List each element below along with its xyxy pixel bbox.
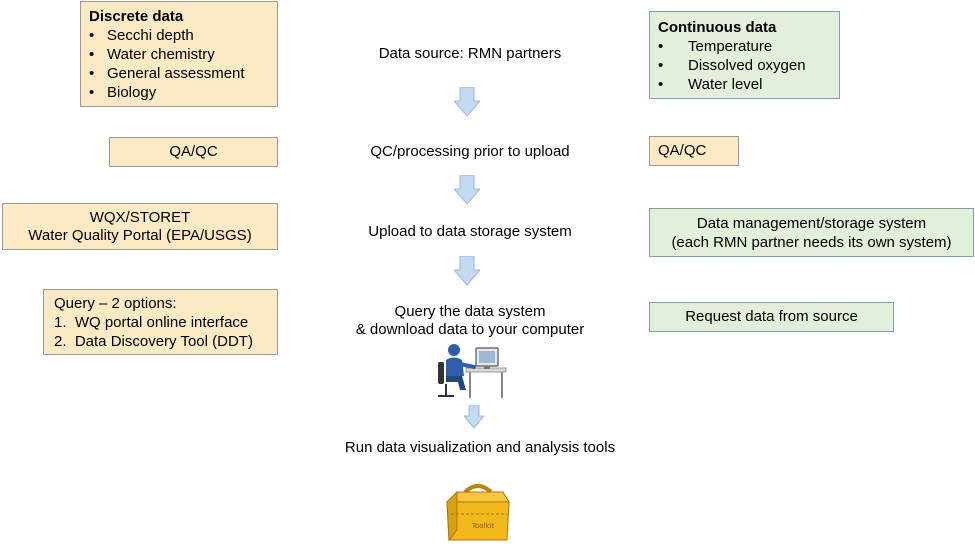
toolbox-icon: Toolkit [445,484,510,542]
continuous-data-list: Temperature Dissolved oxygen Water level [658,37,831,94]
discrete-data-box: Discrete data Secchi depth Water chemist… [80,1,278,107]
list-item: 2. Data Discovery Tool (DDT) [54,333,253,350]
data-management-line: Data management/storage system [696,215,927,232]
step-upload: Upload to data storage system [368,223,572,240]
list-item: Water chemistry [89,45,269,64]
discrete-data-list: Secchi depth Water chemistry General ass… [89,26,269,102]
request-data-label: Request data from source [685,308,858,325]
discrete-data-title: Discrete data [89,8,184,25]
toolbox-label: Toolkit [471,522,495,530]
query-options-title: Query – 2 options: [54,295,177,312]
list-item: 1. WQ portal online interface [54,314,249,331]
step-run-tools: Run data visualization and analysis tool… [344,439,616,456]
right-qaqc-label: QA/QC [658,142,707,159]
list-item: Secchi depth [89,26,269,45]
down-arrow-4 [464,405,484,429]
wqx-storet-line: WQX/STORET [89,209,191,226]
left-qaqc-label: QA/QC [169,143,218,160]
down-arrow-1 [454,87,480,117]
data-management-box: Data management/storage system (each RMN… [649,208,974,257]
down-arrow-2 [454,175,480,205]
data-management-note: (each RMN partner needs its own system) [671,234,952,251]
query-options-box: Query – 2 options: 1. WQ portal online i… [43,289,278,355]
wqx-storet-box: WQX/STORET Water Quality Portal (EPA/USG… [2,203,278,250]
continuous-data-title: Continuous data [658,19,777,36]
continuous-data-box: Continuous data Temperature Dissolved ox… [649,11,840,99]
wqx-portal-line: Water Quality Portal (EPA/USGS) [28,227,252,244]
list-item: Biology [89,83,269,102]
list-item: Dissolved oxygen [658,56,831,75]
list-item: Water level [658,75,831,94]
step-query-line2: & download data to your computer [355,321,585,338]
left-qaqc-box: QA/QC [109,137,278,167]
step-data-source: Data source: RMN partners [378,45,562,62]
step-qc-processing: QC/processing prior to upload [370,143,570,160]
down-arrow-3 [454,256,480,286]
person-at-computer-icon [438,344,507,398]
list-item: Temperature [658,37,831,56]
step-query-line1: Query the data system [394,303,546,320]
right-qaqc-box: QA/QC [649,136,739,166]
request-data-box: Request data from source [649,302,894,332]
list-item: General assessment [89,64,269,83]
